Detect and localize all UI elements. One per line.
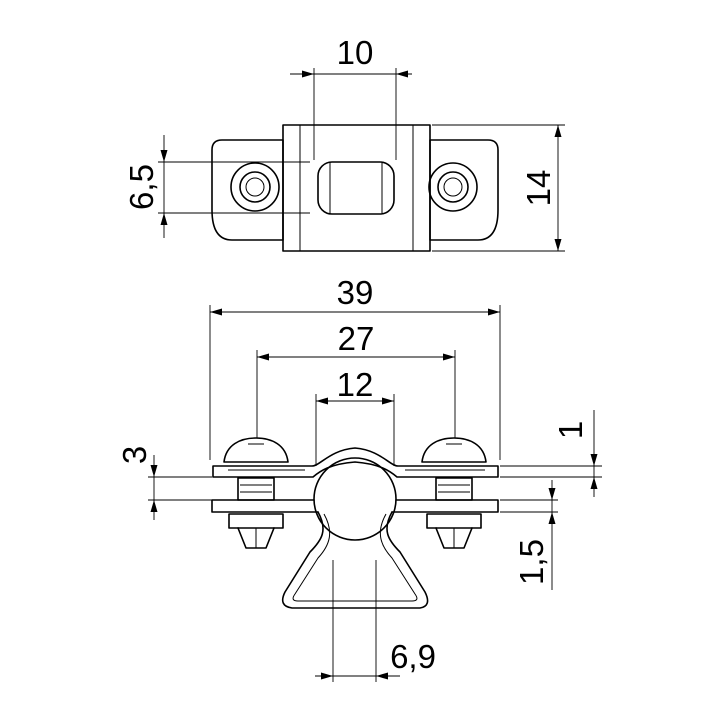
dim-height-label: 14 bbox=[520, 170, 557, 207]
dim-bottom-thickness-label: 1,5 bbox=[513, 539, 550, 585]
left-hole bbox=[230, 162, 280, 212]
dim-top-width: 10 bbox=[290, 34, 412, 160]
dim-upper-offset: 3 bbox=[116, 446, 212, 520]
bracket-outer bbox=[281, 511, 429, 609]
dim-top-thickness-label: 1 bbox=[552, 421, 589, 439]
dim-hole-spacing-label: 6,5 bbox=[123, 164, 160, 210]
dim-bottom-thickness: 1,5 bbox=[500, 480, 558, 590]
dim-pipe-width-label: 12 bbox=[337, 366, 374, 403]
dim-pipe-width: 12 bbox=[315, 366, 395, 466]
dim-base-width: 6,9 bbox=[315, 560, 436, 682]
top-strap bbox=[212, 447, 499, 478]
left-screw bbox=[223, 437, 289, 549]
center-slot bbox=[317, 161, 395, 215]
dim-hole-centers-label: 27 bbox=[338, 320, 375, 357]
dim-overall-length: 39 bbox=[209, 274, 501, 460]
dim-upper-offset-label: 3 bbox=[116, 446, 153, 464]
dim-hole-spacing: 6,5 bbox=[123, 135, 310, 238]
base-plate bbox=[211, 499, 499, 513]
top-view bbox=[211, 124, 499, 252]
dim-height: 14 bbox=[432, 124, 565, 252]
right-ear bbox=[429, 139, 499, 241]
front-view bbox=[211, 437, 499, 609]
right-hole bbox=[428, 162, 478, 212]
left-ear bbox=[211, 139, 284, 241]
right-screw bbox=[421, 437, 487, 549]
dim-overall-length-label: 39 bbox=[337, 274, 374, 311]
dim-top-thickness: 1 bbox=[500, 410, 602, 497]
pipe-section bbox=[313, 457, 397, 541]
center-band bbox=[282, 124, 431, 252]
dim-top-width-label: 10 bbox=[337, 34, 374, 71]
dim-base-width-label: 6,9 bbox=[390, 638, 436, 675]
bracket-inner bbox=[292, 513, 418, 602]
dim-hole-centers: 27 bbox=[256, 320, 456, 438]
